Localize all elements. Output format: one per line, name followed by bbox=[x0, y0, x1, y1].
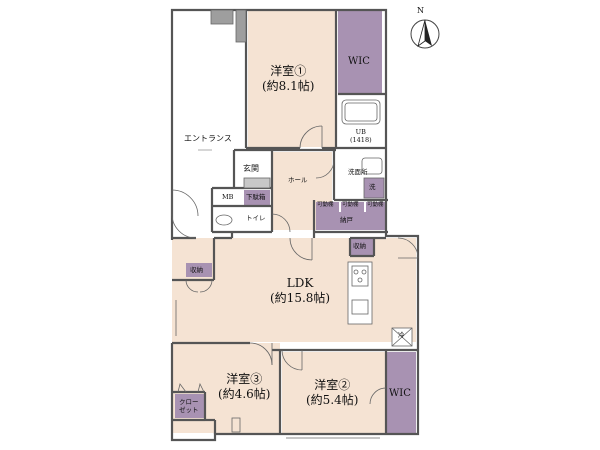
mb-label: MB bbox=[222, 193, 234, 201]
details bbox=[171, 9, 419, 439]
shoebox-label: 下駄箱 bbox=[246, 193, 266, 201]
washer-label: 洗 bbox=[369, 183, 376, 191]
walls bbox=[170, 8, 420, 442]
western-room-1-floor bbox=[248, 10, 336, 147]
kadou-label-1: 可動棚 bbox=[317, 202, 334, 208]
closet-fill bbox=[175, 394, 205, 418]
western-room-2-floor bbox=[282, 352, 386, 434]
wic-bottom-label: WIC bbox=[389, 388, 411, 399]
genkan-label: 玄関 bbox=[243, 164, 259, 173]
ldk-floor bbox=[172, 238, 416, 342]
kadou-label-2: 可動棚 bbox=[342, 202, 359, 208]
storage-left-label: 収納 bbox=[190, 266, 203, 274]
storage-right-label: 収納 bbox=[353, 242, 366, 250]
ldk-label: LDK (約15.8帖) bbox=[270, 276, 331, 305]
entrance-hall-label: エントランス bbox=[184, 134, 232, 143]
storage-left-fill bbox=[186, 263, 212, 277]
western-room-2-label: 洋室② (約5.4帖) bbox=[306, 378, 359, 407]
western-room-1-label: 洋室① (約8.1帖) bbox=[262, 64, 315, 93]
washer-fill bbox=[364, 178, 384, 198]
nando-label: 納戸 bbox=[340, 216, 353, 224]
closet-label: クロー ゼット bbox=[179, 398, 199, 415]
fridge-label: 冷 bbox=[398, 331, 405, 339]
compass-label: N bbox=[417, 6, 424, 15]
wic-top-label: WIC bbox=[348, 56, 370, 67]
kadou-fill-3 bbox=[366, 202, 387, 212]
western-room-3-label: 洋室③ (約4.6帖) bbox=[218, 372, 271, 401]
north-compass: N bbox=[405, 6, 445, 52]
wic-top-fill bbox=[338, 10, 382, 94]
shoebox-fill bbox=[244, 190, 270, 206]
kadou-fill-1 bbox=[316, 202, 339, 212]
hall-label: ホール bbox=[288, 176, 308, 184]
kadou-label-3: 可動棚 bbox=[367, 202, 384, 208]
washroom-label: 洗面所 bbox=[348, 168, 368, 176]
ub-label: UB (1418) bbox=[350, 128, 372, 145]
storage-right-fill bbox=[350, 238, 374, 255]
nando-fill bbox=[316, 212, 387, 230]
wic-bottom-fill bbox=[386, 352, 416, 434]
kadou-fill-2 bbox=[341, 202, 364, 212]
toilet-label: トイレ bbox=[246, 214, 266, 222]
